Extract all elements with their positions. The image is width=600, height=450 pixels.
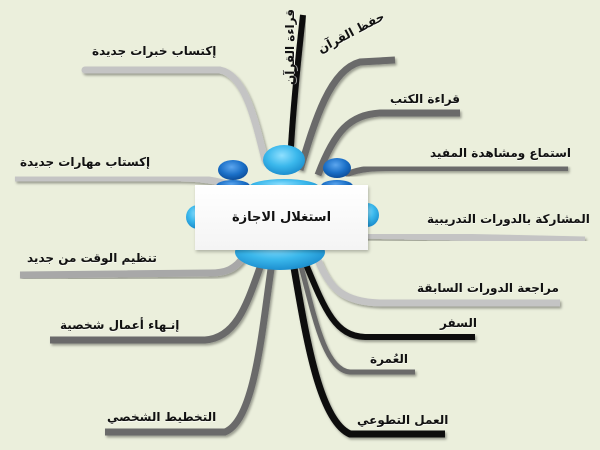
branch-right-training-courses	[359, 231, 586, 244]
label-new-experiences: إكتساب خبرات جديدة	[92, 44, 217, 58]
label-quran-reading: قراءة القرآن	[283, 9, 297, 85]
branch-left-personal-tasks	[50, 260, 266, 344]
branch-right-review-courses	[314, 258, 560, 307]
label-book-reading: قراءة الكتب	[390, 92, 461, 106]
branch-right-umrah	[297, 261, 415, 375]
label-umrah: العُمرة	[370, 352, 408, 366]
label-personal-tasks: إنـهاء أعمال شخصية	[60, 318, 180, 332]
branch-right-quran-memorization	[296, 56, 396, 172]
label-listen-watch: استماع ومشاهدة المفيد	[430, 146, 571, 160]
central-topic-card: استغلال الاجازة	[195, 185, 368, 250]
branch-right-book-reading	[314, 109, 460, 177]
label-travel: السفر	[440, 316, 477, 330]
label-review-courses: مراجعة الدورات السابقة	[417, 281, 559, 295]
label-personal-planning: التخطيط الشخصي	[107, 410, 217, 424]
branch-right-listen-watch	[343, 165, 568, 178]
central-topic-title: استغلال الاجازة	[231, 210, 332, 225]
branch-left-personal-planning	[105, 261, 276, 436]
label-training-courses: المشاركة بالدورات التدريبية	[427, 212, 590, 226]
branch-right-volunteering	[289, 261, 445, 438]
label-organize-time: تنظيم الوقت من جديد	[27, 251, 157, 265]
label-volunteering: العمل التطوعي	[357, 413, 449, 427]
branch-right-travel	[302, 260, 475, 340]
branch-left-new-experiences	[81, 66, 269, 164]
branch-left-new-skills	[15, 174, 232, 189]
label-new-skills: إكستاب مهارات جديدة	[20, 155, 151, 169]
